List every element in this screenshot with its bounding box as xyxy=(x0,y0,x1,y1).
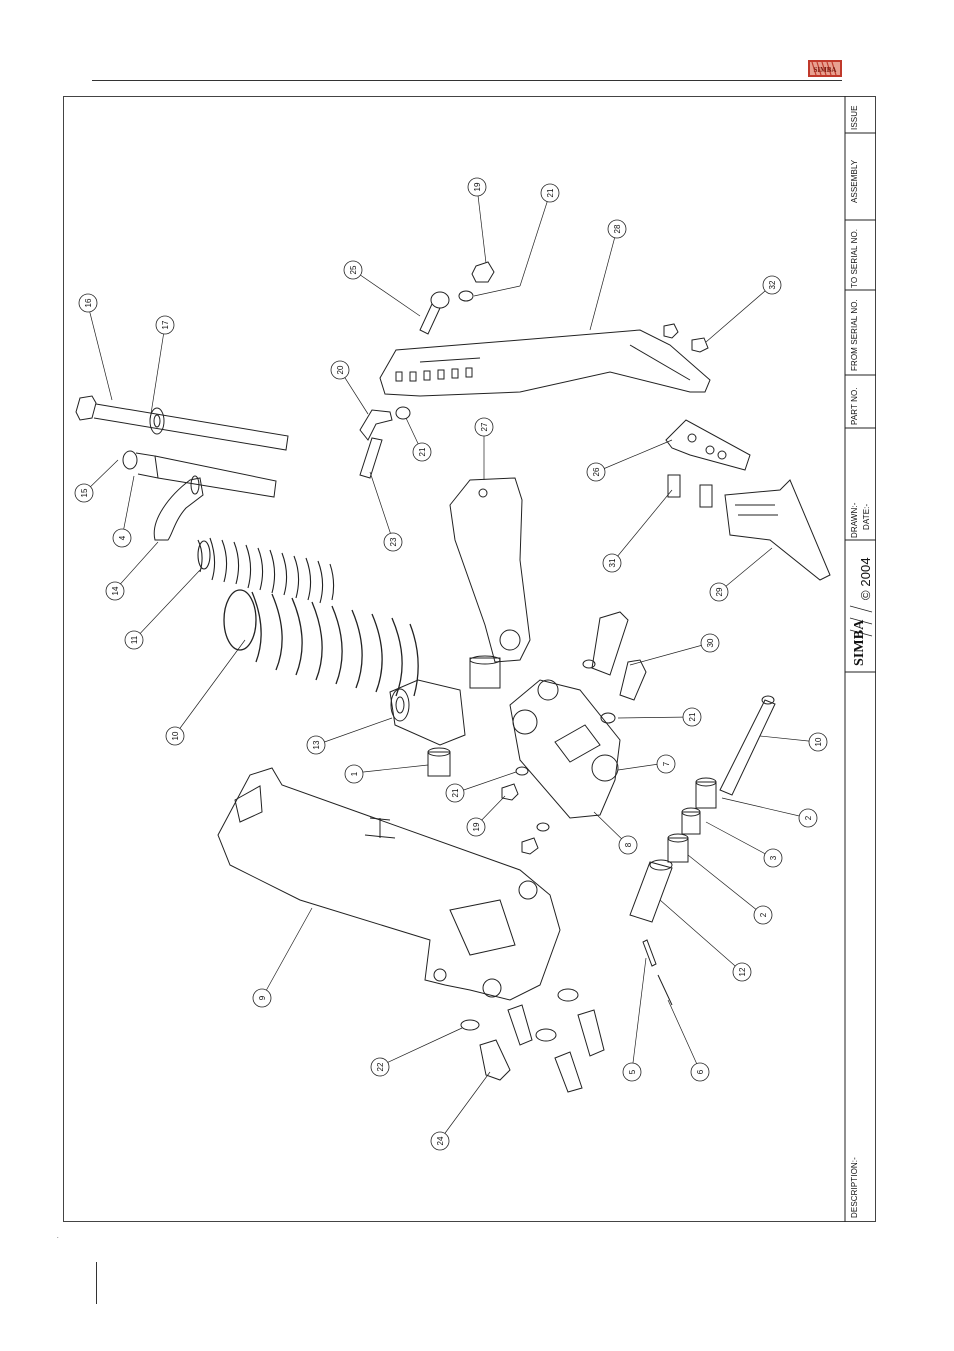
callout-28: 28 xyxy=(607,219,627,239)
svg-text:24: 24 xyxy=(436,1136,445,1145)
footer-dot: . xyxy=(57,1234,59,1240)
svg-text:19: 19 xyxy=(472,822,481,831)
svg-text:10: 10 xyxy=(171,731,180,740)
callout-18: 17 xyxy=(155,315,175,335)
callout-14: 13 xyxy=(306,735,326,755)
callout-20: 20 xyxy=(330,360,350,380)
callout-12: 11 xyxy=(124,630,144,650)
callout-19-a: 19 xyxy=(466,817,486,837)
svg-text:15: 15 xyxy=(80,488,89,497)
callout-26: 26 xyxy=(586,462,606,482)
callout-7: 7 xyxy=(656,754,676,774)
svg-text:2: 2 xyxy=(759,912,768,917)
callout-30: 30 xyxy=(700,633,720,653)
callout-24: 24 xyxy=(430,1131,450,1151)
callout-1: 1 xyxy=(344,764,364,784)
svg-text:9: 9 xyxy=(258,995,267,1000)
description-label: DESCRIPTION:- xyxy=(850,1157,859,1218)
svg-text:26: 26 xyxy=(592,467,601,476)
svg-text:21: 21 xyxy=(688,712,697,721)
svg-text:7: 7 xyxy=(662,761,671,766)
callout-16: 15 xyxy=(74,483,94,503)
footer-rule xyxy=(96,1262,97,1304)
drawing-frame xyxy=(63,96,876,1222)
svg-text:14: 14 xyxy=(111,586,120,595)
svg-text:8: 8 xyxy=(624,842,633,847)
drawn-label: DRAWN:- xyxy=(850,502,859,538)
svg-text:17: 17 xyxy=(161,320,170,329)
svg-text:32: 32 xyxy=(768,280,777,289)
to-serial-label: TO SERIAL NO. xyxy=(850,228,859,288)
callout-25: 25 xyxy=(343,260,363,280)
svg-text:25: 25 xyxy=(349,265,358,274)
svg-text:27: 27 xyxy=(480,422,489,431)
callout-17: 16 xyxy=(78,293,98,313)
copyright-label: © 2004 xyxy=(858,557,873,600)
callout-8: 8 xyxy=(618,835,638,855)
svg-text:10: 10 xyxy=(814,737,823,746)
svg-text:23: 23 xyxy=(389,537,398,546)
title-block-logo xyxy=(849,605,873,637)
callout-15: 14 xyxy=(105,581,125,601)
svg-text:19: 19 xyxy=(473,182,482,191)
svg-text:22: 22 xyxy=(376,1062,385,1071)
callout-32: 32 xyxy=(762,275,782,295)
from-serial-label: FROM SERIAL NO. xyxy=(850,299,859,371)
date-label: DATE:- xyxy=(862,503,871,530)
svg-text:31: 31 xyxy=(608,558,617,567)
callout-23: 23 xyxy=(383,532,403,552)
svg-text:11: 11 xyxy=(130,635,139,644)
callout-31: 31 xyxy=(602,553,622,573)
brand-label: SIMBA xyxy=(852,619,867,666)
callout-21-d: 21 xyxy=(540,183,560,203)
callout-9: 9 xyxy=(252,988,272,1008)
svg-text:21: 21 xyxy=(546,188,555,197)
header-rule xyxy=(92,80,842,81)
simba-logo: SIMBA xyxy=(808,60,842,77)
svg-text:16: 16 xyxy=(84,298,93,307)
callout-21-c: 21 xyxy=(412,442,432,462)
callout-5: 5 xyxy=(622,1062,642,1082)
svg-text:28: 28 xyxy=(613,224,622,233)
svg-text:2: 2 xyxy=(804,815,813,820)
callout-21-a: 21 xyxy=(445,783,465,803)
svg-text:3: 3 xyxy=(769,855,778,860)
svg-text:13: 13 xyxy=(312,740,321,749)
svg-text:21: 21 xyxy=(451,788,460,797)
svg-text:4: 4 xyxy=(118,535,127,540)
callout-29: 29 xyxy=(709,582,729,602)
svg-text:5: 5 xyxy=(628,1069,637,1074)
callout-6: 6 xyxy=(690,1062,710,1082)
callout-4: 4 xyxy=(112,528,132,548)
issue-label: ISSUE xyxy=(850,105,859,130)
svg-text:20: 20 xyxy=(336,365,345,374)
callout-21-b: 21 xyxy=(682,707,702,727)
callout-22: 22 xyxy=(370,1057,390,1077)
callout-11: 10 xyxy=(165,726,185,746)
svg-text:29: 29 xyxy=(715,587,724,596)
svg-text:1: 1 xyxy=(350,771,359,776)
svg-text:30: 30 xyxy=(706,638,715,647)
assembly-label: ASSEMBLY xyxy=(850,159,859,203)
svg-text:12: 12 xyxy=(738,967,747,976)
callout-3: 3 xyxy=(763,848,783,868)
callout-27: 27 xyxy=(474,417,494,437)
svg-text:6: 6 xyxy=(696,1069,705,1074)
part-no-label: PART NO. xyxy=(850,387,859,425)
svg-text:21: 21 xyxy=(418,447,427,456)
callout-2-b: 2 xyxy=(753,905,773,925)
callout-10: 10 xyxy=(808,732,828,752)
callout-2-a: 2 xyxy=(798,808,818,828)
logo-text: SIMBA xyxy=(814,66,837,74)
callout-19-b: 19 xyxy=(467,177,487,197)
callout-13: 12 xyxy=(732,962,752,982)
